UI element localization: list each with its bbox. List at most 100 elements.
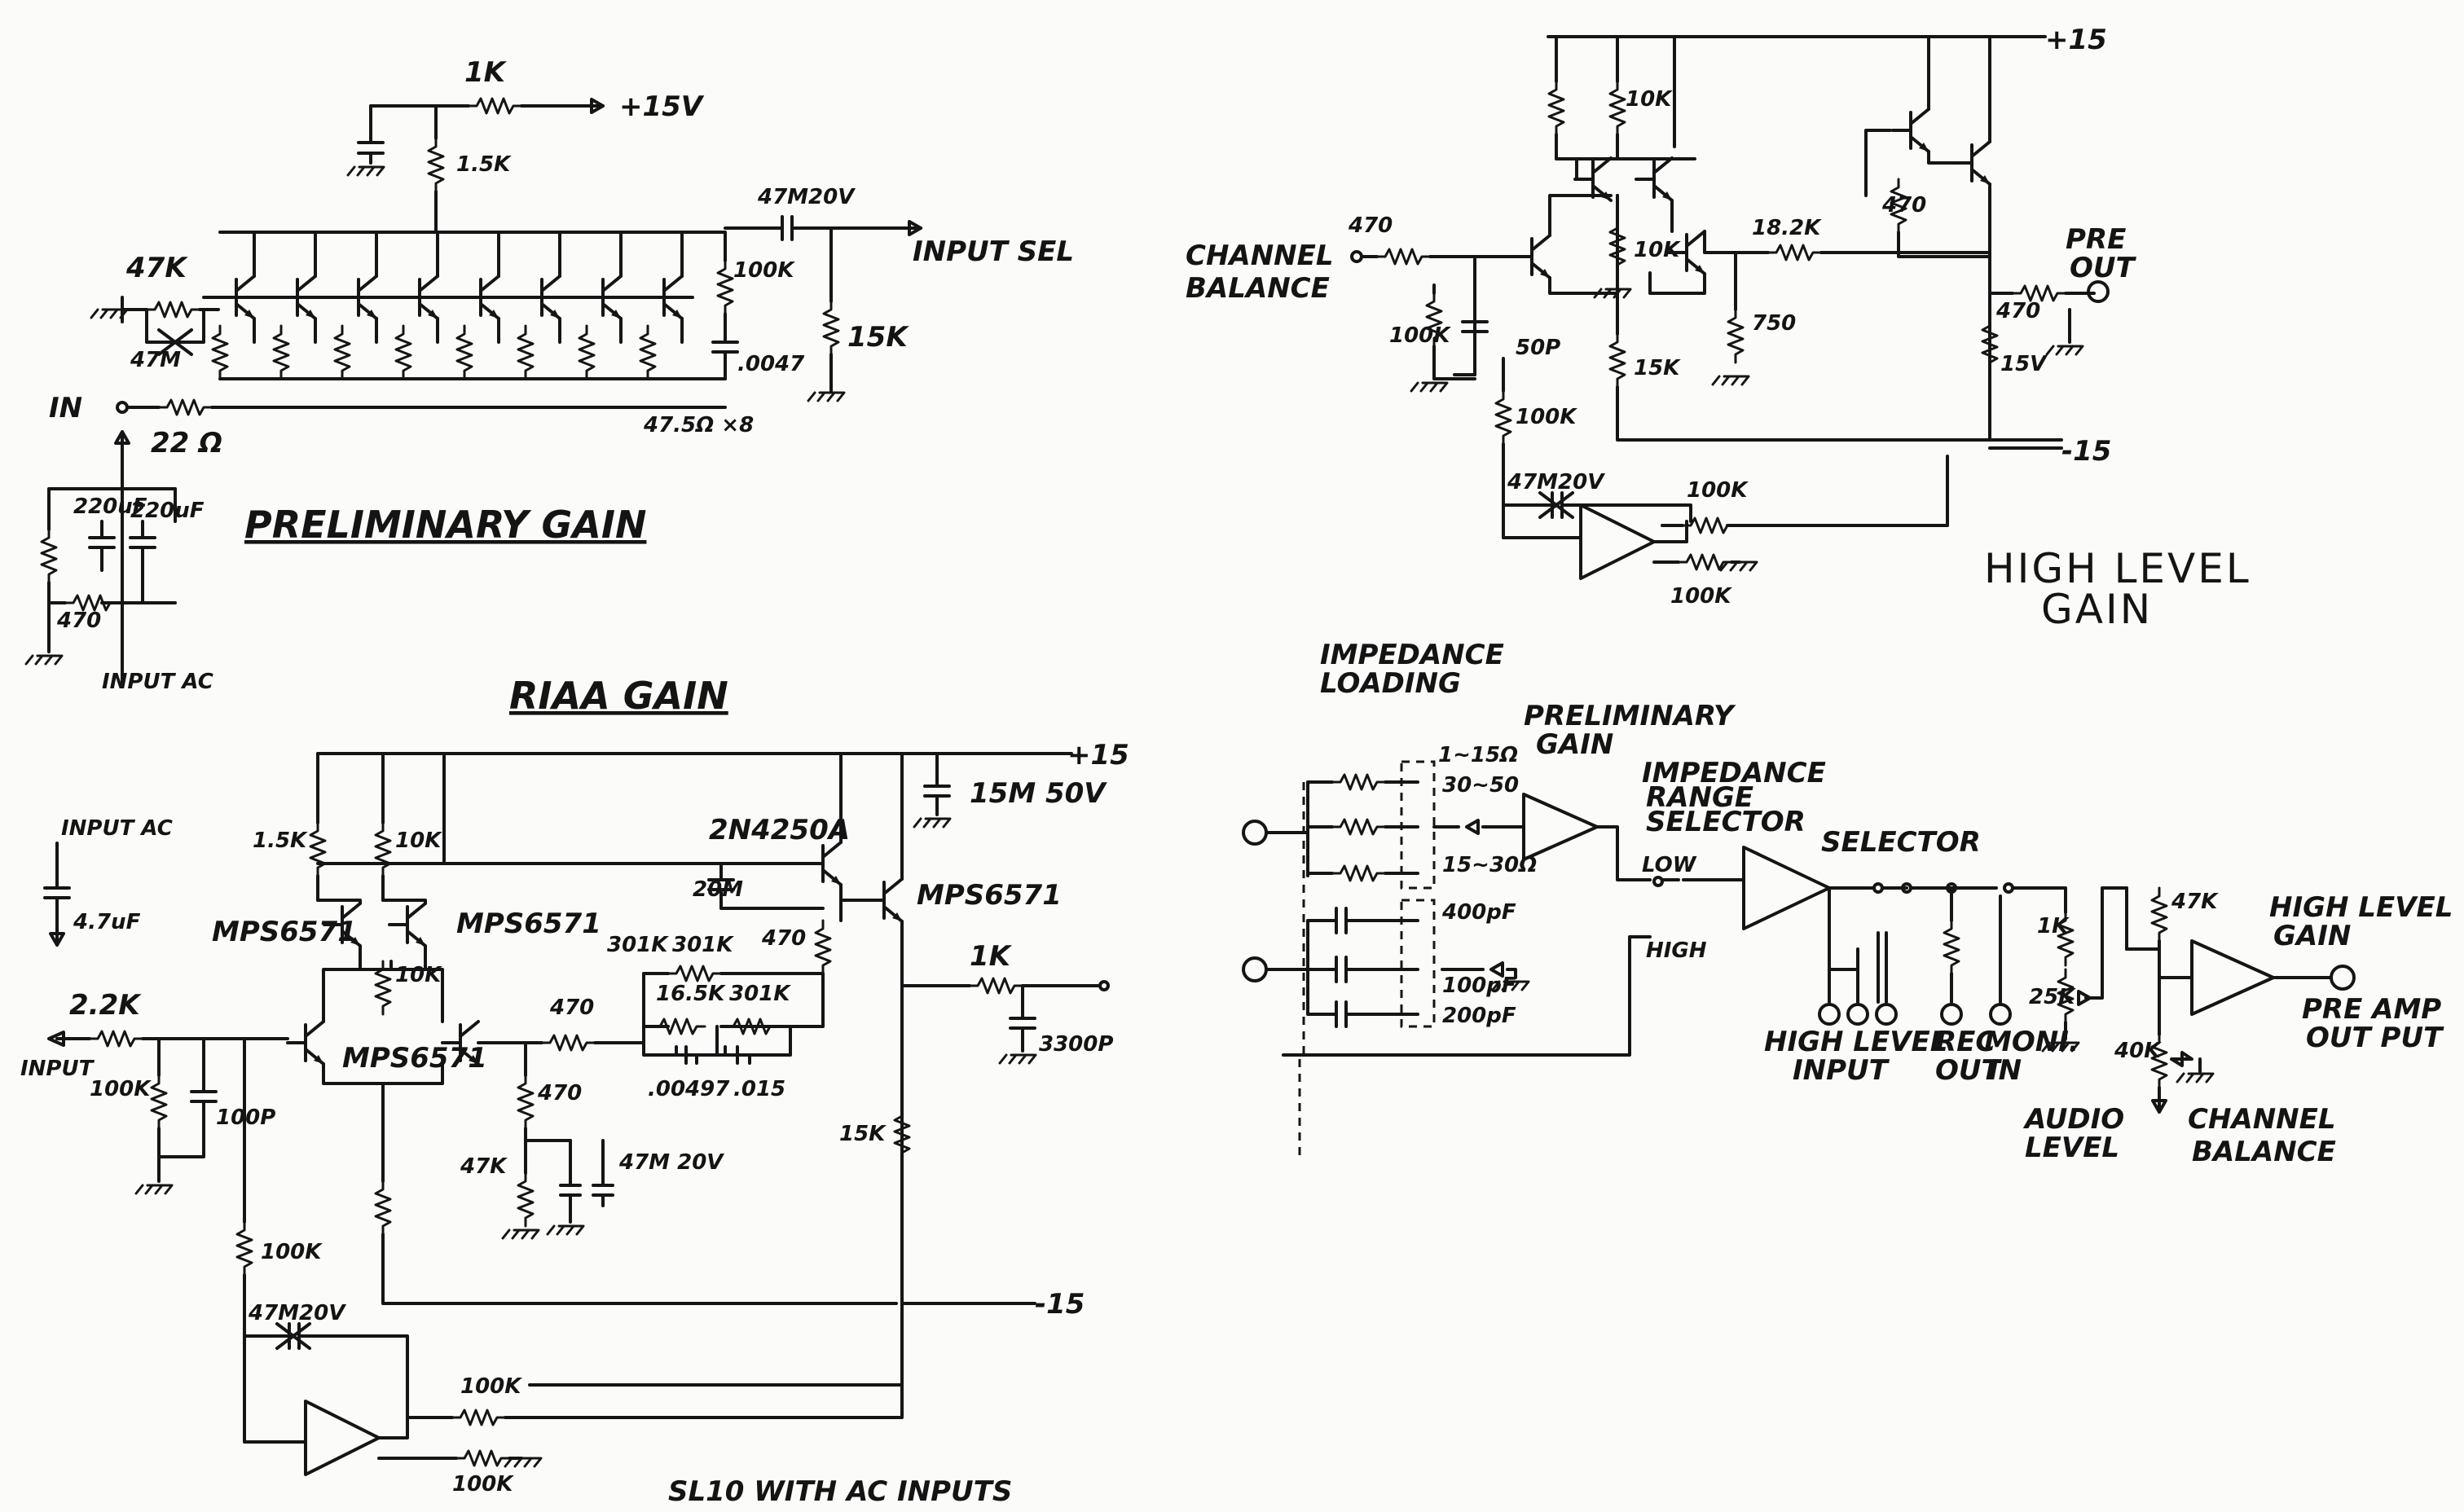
label-r-40k: 40K <box>2114 1039 2162 1063</box>
label-imp-range-1: IMPEDANCE <box>1642 757 1826 789</box>
label-input: INPUT <box>20 1057 95 1081</box>
label-r-470-a: 470 <box>549 996 594 1020</box>
preliminary-gain-section <box>24 97 922 686</box>
footer-note: SL10 WITH AC INPUTS <box>668 1475 1012 1508</box>
label-minus15: -15 <box>2061 435 2111 468</box>
label-high-level-input-2: INPUT <box>1793 1054 1890 1087</box>
label-loading: LOADING <box>1320 667 1461 700</box>
label-r-100k-a: 100K <box>1687 478 1749 503</box>
label-c-400pf: 400pF <box>1441 900 1516 925</box>
label-r-100k-fb: 100K <box>1516 405 1577 429</box>
label-prelim: PRELIMINARY <box>1524 700 1736 732</box>
label-q-mps-right: MPS6571 <box>456 908 601 940</box>
label-cap-100p: 100P <box>216 1105 275 1130</box>
label-plus15: +15 <box>2045 24 2107 56</box>
label-in: IN <box>49 392 82 424</box>
label-r-15k: 1.5K <box>456 152 512 177</box>
label-minus15: -15 <box>1035 1288 1085 1321</box>
high-level-gain-section <box>1350 35 2110 580</box>
label-r-15v: 15V <box>2000 352 2048 376</box>
label-r-301k-a: 301K <box>607 933 669 957</box>
label-r-100k: 100K <box>90 1077 152 1101</box>
label-cap-00497: .00497 <box>648 1077 730 1101</box>
label-preamp-2: OUT PUT <box>2306 1022 2444 1054</box>
label-r-301k-c: 301K <box>729 982 791 1006</box>
label-balance: BALANCE <box>1186 272 1330 305</box>
label-cap-015: .015 <box>733 1077 785 1101</box>
section-title-high-level: HIGH LEVEL <box>1984 545 2251 592</box>
label-r-47k: 47K <box>460 1154 508 1179</box>
label-r-470: 470 <box>56 609 101 633</box>
label-r-100k-fb: 100K <box>261 1240 323 1264</box>
label-r-47m: 47M <box>130 348 181 372</box>
label-chbal-1: CHANNEL <box>2188 1103 2336 1136</box>
label-r-470-b: 470 <box>1881 193 1926 218</box>
label-chbal-2: BALANCE <box>2192 1136 2336 1168</box>
label-r-25k: 25K <box>2029 985 2076 1009</box>
riaa-gain-section <box>43 752 1110 1476</box>
label-range1: 1~15Ω <box>1438 743 1518 767</box>
label-input-ac: INPUT AC <box>61 816 173 841</box>
label-r-22: 22 Ω <box>151 427 222 459</box>
label-high-level-input-1: HIGH LEVEL <box>1764 1026 1947 1058</box>
label-plus15: +15 <box>1067 739 1129 771</box>
label-r-22k: 2.2K <box>69 989 142 1022</box>
preliminary-gain-labels: 1K +15V 1.5K 47M20V INPUT SEL 47K 100K 1… <box>49 56 1074 694</box>
label-high: HIGH <box>1646 938 1707 963</box>
label-cap-0047: .0047 <box>737 352 805 376</box>
label-range3: 15~30Ω <box>1442 853 1537 877</box>
label-input-ac: INPUT AC <box>102 670 213 694</box>
label-cap-47m20v-a: 47M 20V <box>618 1150 724 1175</box>
label-q-2n4250a: 2N4250A <box>709 814 850 846</box>
label-r-15k-b: 15K <box>839 1122 887 1146</box>
label-r-100k-b: 100K <box>1670 584 1732 609</box>
preliminary-transistor-array <box>202 231 694 380</box>
high-level-gain-labels: +15 10K 470 CHANNEL BALANCE 10K 18.2K 47… <box>1186 24 2251 633</box>
label-r-100k-v: 100K <box>1389 323 1451 348</box>
label-hlg-2: GAIN <box>2273 920 2351 952</box>
label-cap-3300p: 3300P <box>1039 1032 1113 1057</box>
label-r-165k: 16.5K <box>656 982 726 1006</box>
block-diagram-labels: IMPEDANCE LOADING PRELIMINARY GAIN 1~15Ω… <box>1320 639 2453 1168</box>
label-r-100k-a: 100K <box>460 1374 522 1399</box>
label-r-15k: 1.5K <box>253 829 308 853</box>
label-cap-47m20v-b: 47M20V <box>248 1301 346 1325</box>
label-cap-47m20v: 47M20V <box>1507 470 1605 494</box>
label-r-475x8: 47.5Ω ×8 <box>643 413 754 437</box>
label-rec-out: OUT <box>1935 1054 2003 1087</box>
label-plus15v: +15V <box>619 90 705 123</box>
section-title-riaa-gain: RIAA GAIN <box>509 674 728 718</box>
label-cap-220a: 220uF <box>73 494 147 519</box>
label-r-10k: 10K <box>395 829 442 853</box>
label-q-mps-left: MPS6571 <box>212 916 357 948</box>
label-rec: REC <box>1935 1026 1995 1058</box>
section-title-preliminary-gain: PRELIMINARY GAIN <box>244 503 646 547</box>
label-low: LOW <box>1642 853 1697 877</box>
label-input: INPUT SEL <box>913 235 1074 268</box>
label-cap-47m20v: 47M20V <box>757 185 856 209</box>
label-range2: 30~50 <box>1442 773 1519 798</box>
label-r-470-c: 470 <box>761 926 806 951</box>
label-r-1k: 1K <box>970 940 1013 973</box>
label-cap-220b: 220uF <box>130 499 205 523</box>
label-c-100pf: 100pF <box>1442 974 1516 998</box>
label-q-mps-center: MPS6571 <box>342 1042 487 1075</box>
label-r-100k: 100K <box>733 258 795 283</box>
label-r-750: 750 <box>1752 311 1796 336</box>
label-hlg-1: HIGH LEVEL <box>2269 891 2453 924</box>
label-audio-1: AUDIO <box>2022 1103 2124 1136</box>
section-title-gain: GAIN <box>2041 586 2153 633</box>
label-pre: PRE <box>2066 223 2126 256</box>
label-imp-range-2: RANGE <box>1646 781 1753 814</box>
label-r-1k: 1K <box>464 56 508 89</box>
label-r-301k-b: 301K <box>672 933 734 957</box>
label-r-10k-b: 10K <box>1634 238 1681 262</box>
label-r-1k: 1K <box>2037 914 2070 938</box>
label-r-470-b: 470 <box>537 1081 582 1105</box>
label-r-470-in: 470 <box>1348 213 1393 238</box>
label-channel: CHANNEL <box>1186 240 1334 272</box>
label-moni-in: IN <box>1988 1054 2022 1087</box>
label-r-47k: 47K <box>2171 890 2219 914</box>
